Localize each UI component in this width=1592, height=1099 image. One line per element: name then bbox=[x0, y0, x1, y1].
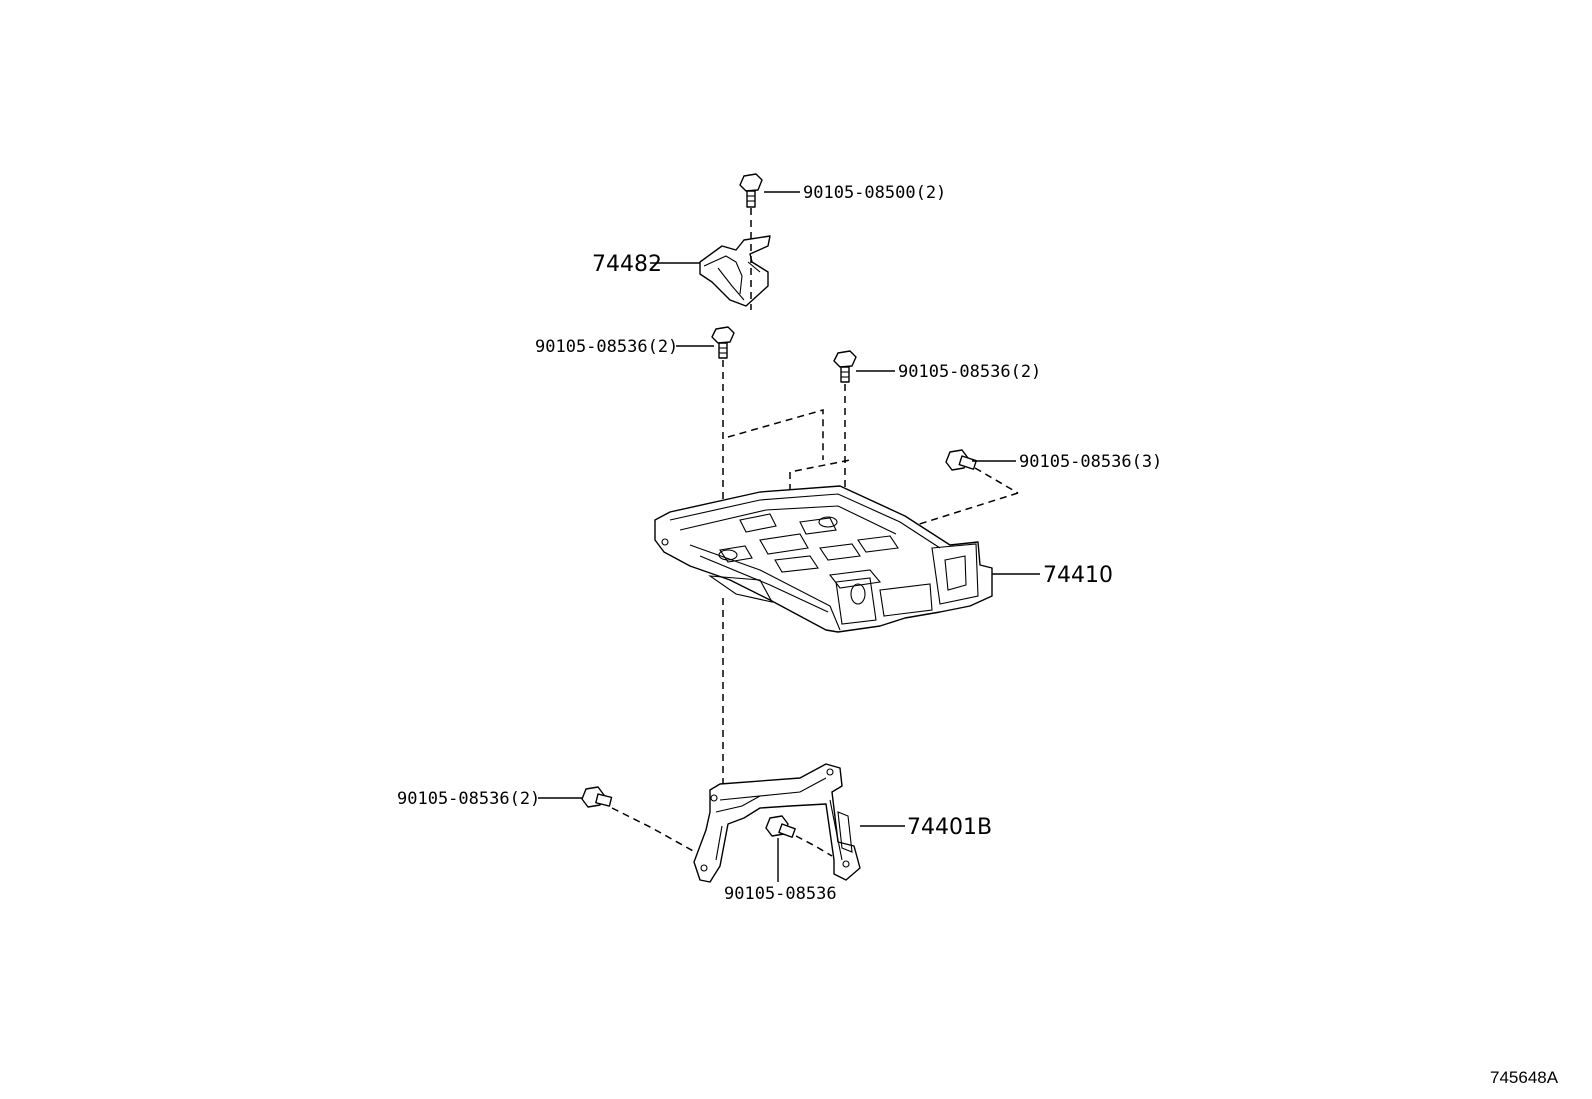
label-clamp-bottom-bolt[interactable]: 90105-08536 bbox=[724, 884, 837, 904]
bolt-icon-clamp-left[interactable] bbox=[581, 786, 613, 808]
dash-clamp-left-bolt bbox=[611, 807, 696, 853]
clamp-bracket-74401b-icon[interactable] bbox=[693, 763, 861, 883]
bolt-icon-tray-left[interactable] bbox=[711, 326, 735, 359]
label-top-bolt[interactable]: 90105-08500(2) bbox=[803, 183, 946, 203]
bolt-icon-tray-right[interactable] bbox=[945, 449, 977, 471]
label-74410[interactable]: 74410 bbox=[1043, 563, 1113, 588]
bolt-icon-clamp-bottom[interactable] bbox=[765, 815, 796, 838]
label-74401b[interactable]: 74401B bbox=[907, 815, 992, 840]
label-74482[interactable]: 74482 bbox=[592, 252, 662, 277]
battery-tray-74410-icon[interactable] bbox=[654, 485, 993, 633]
label-tray-left-bolt[interactable]: 90105-08536(2) bbox=[535, 337, 678, 357]
bolt-icon-top[interactable] bbox=[739, 173, 763, 208]
diagram-id: 745648A bbox=[1490, 1068, 1559, 1087]
bracket-74482-icon[interactable] bbox=[699, 235, 771, 307]
label-tray-right-bolt[interactable]: 90105-08536(3) bbox=[1019, 452, 1162, 472]
bolt-icon-tray-center[interactable] bbox=[833, 350, 857, 383]
label-tray-center-bolt[interactable]: 90105-08536(2) bbox=[898, 362, 1041, 382]
dash-clamp-bottom-bolt bbox=[795, 835, 833, 857]
label-clamp-left-bolt[interactable]: 90105-08536(2) bbox=[397, 789, 540, 809]
